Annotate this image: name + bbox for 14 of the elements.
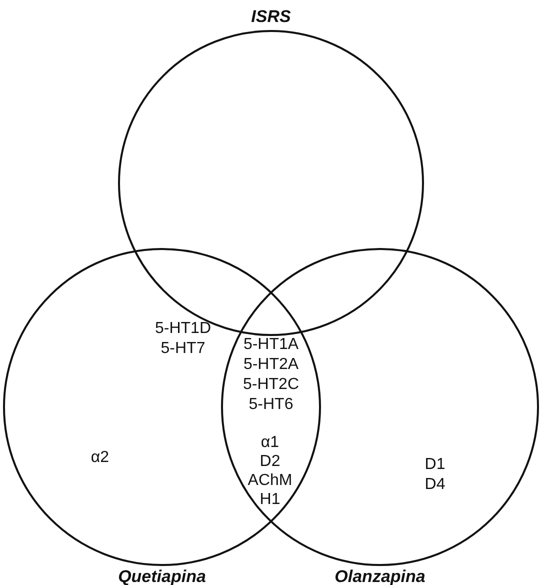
receptor-label: 5-HT1A [243, 336, 299, 354]
receptor-label: α2 [90, 449, 110, 467]
receptor-label: D1 [424, 456, 446, 474]
set-title: ISRS [250, 7, 292, 27]
receptor-label: 5-HT7 [160, 340, 206, 358]
receptor-label: 5-HT6 [248, 396, 294, 414]
receptor-label: D4 [424, 476, 446, 494]
receptor-label: 5-HT2A [243, 356, 299, 374]
receptor-label: 5-HT2C [243, 376, 299, 394]
receptor-label: H1 [260, 491, 280, 509]
receptor-label: 5-HT1D [155, 320, 211, 338]
receptor-label: AChM [248, 472, 292, 490]
receptor-label: D2 [260, 453, 280, 471]
receptor-label: α1 [260, 434, 280, 452]
